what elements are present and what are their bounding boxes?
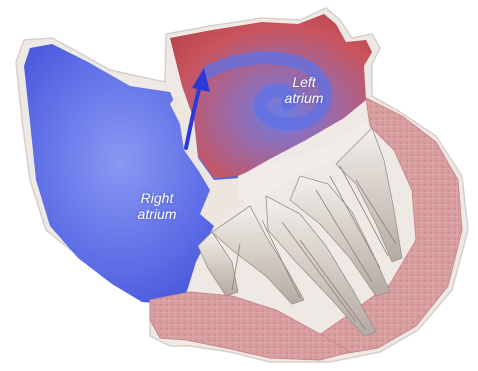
right-atrium-label-line-2: atrium <box>120 206 194 222</box>
left-atrium-label: Left atrium <box>272 74 336 106</box>
right-atrium-label-line-1: Right <box>120 190 194 206</box>
left-atrium-label-line-1: Left <box>272 74 336 90</box>
left-atrium-label-line-2: atrium <box>272 90 336 106</box>
right-atrium-label: Right atrium <box>120 190 194 222</box>
